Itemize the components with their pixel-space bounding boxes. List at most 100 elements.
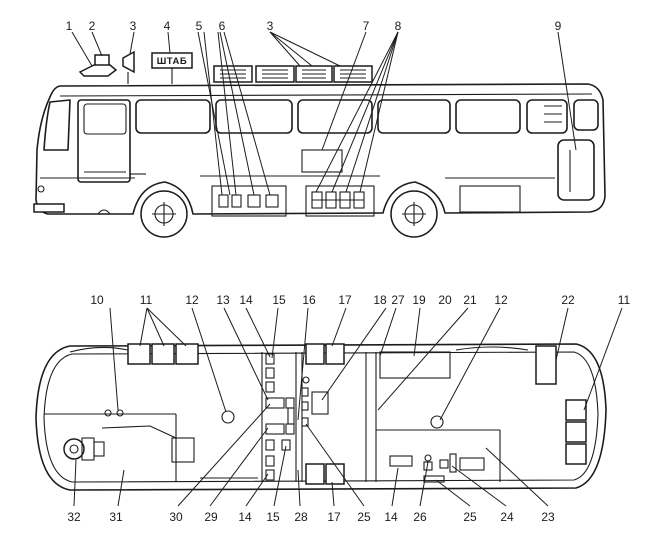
callout-21: 21 xyxy=(463,293,477,307)
callout-26: 26 xyxy=(413,510,427,524)
callout-29: 29 xyxy=(204,510,218,524)
siren-icon xyxy=(94,54,110,66)
callout-11: 11 xyxy=(140,293,153,307)
callout-5: 5 xyxy=(196,19,203,33)
compartment-door xyxy=(218,194,229,208)
seat-17-top-a xyxy=(305,343,325,365)
callout-8: 8 xyxy=(395,19,402,33)
callout-25-rear: 25 xyxy=(463,510,477,524)
callout-23: 23 xyxy=(541,510,555,524)
front-bumper xyxy=(33,203,65,213)
callout-25: 25 xyxy=(357,510,371,524)
callout-4: 4 xyxy=(164,19,171,33)
rear-window xyxy=(573,99,599,131)
bus-side-view: ШТАБ xyxy=(33,19,606,238)
seat-22 xyxy=(535,345,557,385)
sign-text: ШТАБ xyxy=(157,56,187,67)
device-24 xyxy=(439,459,449,469)
rear-seat-c xyxy=(565,443,587,465)
windshield xyxy=(43,99,71,151)
callout-15-bottom: 15 xyxy=(266,510,280,524)
callout-30: 30 xyxy=(169,510,183,524)
compartment-door xyxy=(265,194,279,208)
callout-13: 13 xyxy=(216,293,230,307)
callout-10: 10 xyxy=(90,293,104,307)
rear-seat-b xyxy=(565,421,587,443)
step-arch xyxy=(97,209,111,215)
bunk-20 xyxy=(379,351,451,379)
compartment-box-left xyxy=(211,185,287,217)
front-door-window xyxy=(83,103,127,135)
indicator-icon xyxy=(302,376,310,384)
callout-14: 14 xyxy=(239,293,253,307)
callout-27: 27 xyxy=(391,293,405,307)
callout-20: 20 xyxy=(438,293,452,307)
indicator-block xyxy=(301,417,309,427)
front-wheel xyxy=(140,190,188,238)
side-window-1 xyxy=(135,99,211,134)
socket-25 xyxy=(423,475,445,483)
gauge-icon xyxy=(104,409,112,417)
callout-6: 6 xyxy=(219,19,226,33)
callout-19: 19 xyxy=(412,293,426,307)
callout-32: 32 xyxy=(67,510,81,524)
desk-18 xyxy=(311,391,329,415)
callout-28: 28 xyxy=(294,510,308,524)
callout-1: 1 xyxy=(66,19,73,33)
callout-17-bottom: 17 xyxy=(327,510,341,524)
callout-3: 3 xyxy=(130,19,137,33)
steering-wheel-icon xyxy=(63,437,105,461)
table-round-rear xyxy=(430,415,444,429)
plan-bottom-leaders xyxy=(73,403,549,507)
side-window-5 xyxy=(455,99,521,134)
front-door xyxy=(77,99,131,183)
indicator-block xyxy=(301,387,309,397)
side-window-4 xyxy=(377,99,451,134)
callout-3-roof: 3 xyxy=(267,19,274,33)
callout-24: 24 xyxy=(500,510,514,524)
callout-14-bottom: 14 xyxy=(238,510,252,524)
compartment-door xyxy=(231,194,242,208)
plan-inner-wall xyxy=(43,351,599,483)
desk-14-rear xyxy=(389,455,413,467)
device-23 xyxy=(459,457,485,471)
callout-17: 17 xyxy=(338,293,352,307)
seat-17-top-b xyxy=(325,343,345,365)
callout-16: 16 xyxy=(302,293,316,307)
console xyxy=(171,437,195,463)
rear-door xyxy=(557,139,595,201)
compartment-door xyxy=(247,194,261,208)
luggage-hatch xyxy=(459,185,521,213)
rear-seat-a xyxy=(565,399,587,421)
callout-14-rear: 14 xyxy=(384,510,398,524)
equipment-rack-top xyxy=(265,353,295,409)
side-window-6 xyxy=(526,99,568,134)
side-window-3 xyxy=(297,99,373,134)
knob-26 xyxy=(424,454,432,462)
headlight xyxy=(37,185,45,193)
callout-9: 9 xyxy=(555,19,562,33)
callout-22: 22 xyxy=(561,293,575,307)
callout-15: 15 xyxy=(272,293,286,307)
callout-7: 7 xyxy=(363,19,370,33)
device-24b xyxy=(449,453,457,473)
equipment-rack-bottom xyxy=(265,423,295,481)
indicator-block xyxy=(301,401,309,411)
rack-connector xyxy=(287,407,295,425)
dashboard-edge xyxy=(101,425,177,439)
seat-17-bottom-a xyxy=(305,463,325,485)
side-window-2 xyxy=(215,99,293,134)
bus-plan-view: 10 11 12 13 14 15 16 17 18 27 19 20 21 1… xyxy=(35,293,631,524)
seat-17-bottom-b xyxy=(325,463,345,485)
table-round-front xyxy=(221,410,235,424)
gauge-icon xyxy=(116,409,124,417)
side-view-leaders xyxy=(71,31,577,196)
callout-12-rear: 12 xyxy=(494,293,508,307)
loudspeaker-icon xyxy=(122,50,135,74)
callout-18: 18 xyxy=(373,293,387,307)
bus-body-outline xyxy=(35,83,606,215)
callout-31: 31 xyxy=(109,510,123,524)
roof-line xyxy=(59,93,593,97)
